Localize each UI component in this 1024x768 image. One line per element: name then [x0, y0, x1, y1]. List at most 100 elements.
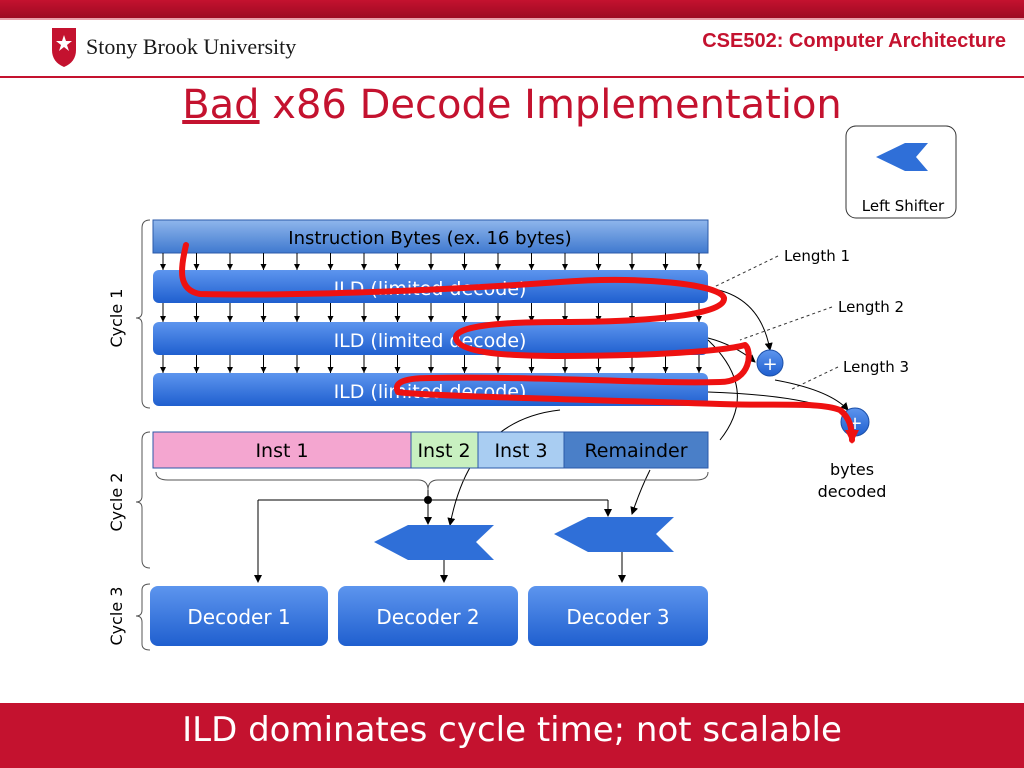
byte-arrow-head [696, 316, 702, 322]
left-shifter-1 [374, 525, 494, 560]
byte-arrow-head [528, 316, 535, 322]
byte-arrow-head [193, 316, 200, 322]
byte-arrow-head [562, 367, 568, 373]
course-title: CSE502: Computer Architecture [702, 30, 1006, 52]
decoder-1-label: Decoder 1 [187, 605, 290, 629]
ild-row-2-label: ILD (limited decode) [334, 330, 527, 352]
sum-arrow [774, 379, 849, 411]
byte-arrow-head [361, 264, 367, 270]
top-stripe [0, 18, 1024, 20]
bytes-decoded-label-2: decoded [818, 482, 887, 501]
feedback-line-1 [707, 339, 738, 441]
byte-arrow-head [528, 264, 535, 270]
byte-arrow-head [260, 316, 267, 322]
byte-arrow-head [629, 367, 635, 373]
byte-arrow-head [595, 264, 602, 270]
byte-arrow-head [394, 264, 401, 270]
left-shifter-icon [876, 143, 928, 171]
byte-arrow-head [361, 316, 367, 322]
cycle-2-bracket [135, 431, 151, 569]
legend-box: Left Shifter [845, 125, 957, 219]
decoder-2-label: Decoder 2 [376, 605, 479, 629]
byte-arrow-head [394, 367, 401, 373]
footer-caption: ILD dominates cycle time; not scalable [182, 710, 842, 750]
title-emphasis: Bad [182, 82, 260, 128]
byte-arrow-head [227, 367, 233, 373]
byte-arrow-head [461, 367, 468, 373]
left-shifter-2 [554, 517, 674, 552]
decoder-2-box [338, 586, 518, 646]
inst-1-label: Inst 1 [255, 440, 308, 462]
cycle-3-label: Cycle 3 [107, 587, 126, 646]
byte-arrow-head [696, 264, 702, 270]
decoder-1-box [150, 586, 328, 646]
inst-3-segment [477, 431, 565, 469]
adder-1-symbol: + [762, 354, 777, 375]
red-annotation-path [179, 242, 859, 444]
instruction-bytes-label: Instruction Bytes (ex. 16 bytes) [288, 228, 571, 249]
decoder-3-box [528, 586, 708, 646]
length-3-label: Length 3 [843, 358, 909, 376]
byte-arrow-head [428, 316, 434, 322]
byte-arrow-head [227, 264, 233, 270]
university-name: Stony Brook University [86, 34, 297, 59]
inst-2-label: Inst 2 [417, 440, 470, 462]
byte-arrow-head [562, 264, 568, 270]
byte-arrow-head [662, 367, 669, 373]
byte-arrow-head [327, 367, 334, 373]
inst-1-segment [152, 431, 412, 469]
ild-row-2 [153, 322, 708, 355]
bytes-decoded-label-1: bytes [830, 460, 874, 479]
byte-arrow-head [629, 264, 635, 270]
remainder-segment [563, 431, 709, 469]
title-rest: x86 Decode Implementation [259, 82, 842, 128]
byte-arrow-head [294, 316, 300, 322]
buffer-brace [155, 471, 709, 491]
byte-arrow-head [495, 316, 501, 322]
length-1-label: Length 1 [784, 247, 850, 265]
byte-arrow-head [528, 367, 535, 373]
byte-arrow-head [260, 264, 267, 270]
byte-arrow-head [495, 264, 501, 270]
byte-arrow-head [361, 367, 367, 373]
adder-1 [756, 349, 784, 377]
byte-arrow-head [160, 367, 166, 373]
length-3-leader [789, 366, 839, 391]
decoder-3-label: Decoder 3 [566, 605, 669, 629]
cycle-2-label: Cycle 2 [107, 473, 126, 532]
legend-label: Left Shifter [862, 197, 945, 215]
length-1-leader [711, 255, 779, 289]
byte-arrow-head [662, 264, 669, 270]
cycle-1-bracket [135, 219, 151, 409]
byte-arrow-head [193, 264, 200, 270]
byte-arrow-head [160, 316, 166, 322]
university-logo: Stony Brook University [50, 26, 296, 68]
byte-arrow-head [461, 264, 468, 270]
shield-icon [52, 28, 76, 67]
byte-arrow-head [294, 367, 300, 373]
byte-arrow-head [595, 367, 602, 373]
byte-arrow-head [327, 316, 334, 322]
remainder-label: Remainder [584, 440, 687, 462]
cycle-3-bracket [135, 583, 151, 651]
length-2-label: Length 2 [838, 298, 904, 316]
byte-arrow-head [294, 264, 300, 270]
top-bar [0, 0, 1024, 18]
cycle-1-label: Cycle 1 [107, 289, 126, 348]
header-divider [0, 76, 1024, 78]
byte-arrow-head [428, 264, 434, 270]
byte-arrow-head [227, 316, 233, 322]
byte-arrow-head [193, 367, 200, 373]
byte-arrow-head [327, 264, 334, 270]
inst-3-label: Inst 3 [494, 440, 547, 462]
slide-title: Bad x86 Decode Implementation [0, 82, 1024, 128]
inst-3-shift-line [630, 469, 651, 515]
byte-arrow-head [260, 367, 267, 373]
byte-arrow-head [696, 367, 702, 373]
length-2-leader [739, 306, 833, 341]
byte-arrow-head [394, 316, 401, 322]
byte-arrow-head [495, 367, 501, 373]
byte-arrow-head [160, 264, 166, 270]
byte-arrow-head [461, 316, 468, 322]
